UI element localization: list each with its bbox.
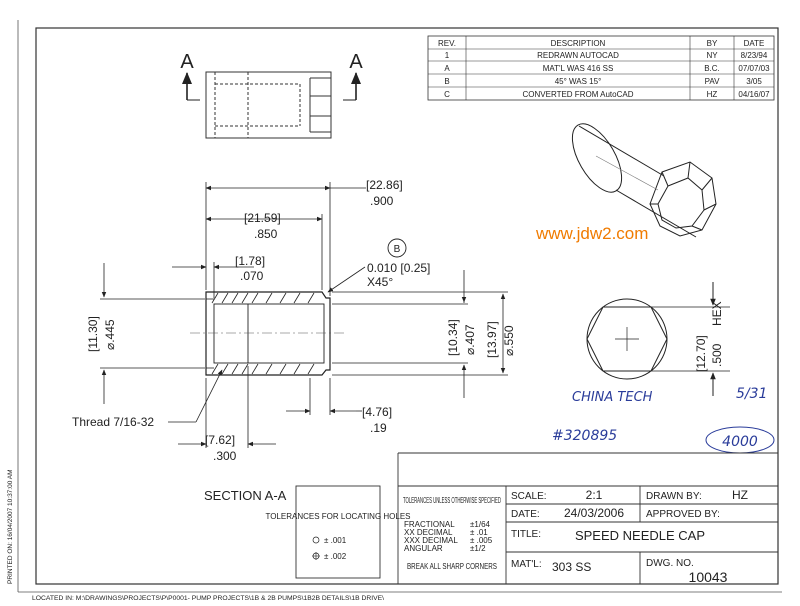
isometric-view	[571, 123, 717, 238]
locating-row2: ± .002	[324, 552, 347, 561]
rev-cell: B	[444, 77, 449, 86]
tol-label: ANGULAR	[404, 544, 443, 553]
sheet-border	[35, 27, 779, 585]
dim-overall-mm: .900	[370, 194, 394, 208]
rev-cell: 07/07/03	[738, 64, 770, 73]
handwritten-quantity: 4000	[722, 434, 758, 450]
tol-value: ± .01	[470, 528, 488, 537]
dim-od-in: [13.97]	[485, 321, 499, 358]
tol-value: ±1/64	[470, 520, 491, 529]
dim-hex-mm: .500	[710, 343, 724, 367]
section-view	[190, 291, 346, 376]
rev-cell: B.C.	[704, 64, 720, 73]
tol-label: FRACTIONAL	[404, 520, 455, 529]
date-label: DATE:	[511, 509, 540, 520]
handwritten-fraction: 5/31	[736, 386, 767, 402]
side-view	[205, 71, 332, 139]
rev-cell: MAT'L WAS 416 SS	[543, 64, 614, 73]
tol-value: ±1/2	[470, 544, 486, 553]
end-view	[586, 282, 730, 396]
rev-cell: NY	[706, 51, 718, 60]
rev-cell: REDRAWN AUTOCAD	[537, 51, 619, 60]
rev-cell: C	[444, 90, 450, 99]
position-icon	[312, 536, 320, 544]
dim-relief-in: [4.76]	[362, 405, 392, 419]
dim-hex-label: HEX	[710, 301, 724, 326]
handwritten-po: #320895	[552, 428, 617, 444]
revision-table: REV. DESCRIPTION BY DATE 1 REDRAWN AUTOC…	[427, 35, 775, 101]
dim-step-in: [1.78]	[235, 254, 265, 268]
dwg-number: 10043	[689, 569, 728, 585]
approved-label: APPROVED BY:	[646, 509, 720, 520]
matl-label: MAT'L:	[511, 559, 542, 570]
dim-chamfer: 0.010 [0.25]	[367, 261, 430, 275]
title-block	[295, 452, 778, 584]
section-label: SECTION A-A	[204, 488, 287, 503]
svg-text:A: A	[180, 51, 194, 73]
callout-b: B	[387, 238, 407, 258]
dim-inner-in: [21.59]	[244, 211, 281, 225]
rev-header-rev: REV.	[438, 39, 456, 48]
rev-cell: PAV	[705, 77, 720, 86]
locating-row1: ± .001	[324, 536, 347, 545]
rev-cell: 45° WAS 15°	[555, 77, 602, 86]
dim-overall-in: [22.86]	[366, 178, 403, 192]
watermark-text: www.jdw2.com	[535, 224, 648, 243]
rev-cell: HZ	[707, 90, 718, 99]
rev-cell: 04/16/07	[738, 90, 770, 99]
rev-cell: A	[444, 64, 450, 73]
scale-label: SCALE:	[511, 491, 547, 502]
svg-text:B: B	[394, 244, 401, 255]
rev-cell: CONVERTED FROM AutoCAD	[523, 90, 634, 99]
dwg-label: DWG. NO.	[646, 558, 694, 569]
title-label: TITLE:	[511, 529, 541, 540]
section-marker-right: A	[349, 51, 363, 100]
rev-header-by: BY	[707, 39, 718, 48]
section-marker-left: A	[180, 51, 194, 100]
dim-thread-len-in: [7.62]	[205, 433, 235, 447]
dim-relief-mm: .19	[370, 421, 387, 435]
dim-step-mm: .070	[240, 269, 264, 283]
svg-text:A: A	[349, 51, 363, 73]
drawn-value: HZ	[732, 488, 748, 502]
tolerances-title: TOLERANCES UNLESS OTHERWISE SPECIFIED	[403, 496, 501, 505]
file-location: LOCATED IN: M:\DRAWINGS\PROJECTS\P\P0001…	[32, 595, 384, 602]
locating-title: TOLERANCES FOR LOCATING HOLES	[265, 512, 410, 521]
dim-od-mm: ⌀.550	[502, 325, 516, 356]
scale-value: 2:1	[586, 488, 603, 502]
tol-value: ± .005	[470, 536, 493, 545]
tolerances-note: BREAK ALL SHARP CORNERS	[407, 562, 497, 571]
dim-hex-in: [12.70]	[694, 335, 708, 372]
printed-stamp: PRINTED ON: 16/04/2007 10:37:00 AM	[7, 469, 14, 584]
handwritten-company: CHINA TECH	[572, 390, 653, 405]
dim-id-in: [10.34]	[446, 319, 460, 356]
dim-chamfer-angle: X45°	[367, 275, 393, 289]
rev-header-date: DATE	[744, 39, 765, 48]
part-title: SPEED NEEDLE CAP	[575, 528, 705, 543]
thread-label: Thread 7/16-32	[72, 415, 154, 429]
tol-label: XX DECIMAL	[404, 528, 453, 537]
rev-header-desc: DESCRIPTION	[551, 39, 606, 48]
dim-thread-len-mm: .300	[213, 449, 237, 463]
matl-value: 303 SS	[552, 560, 591, 574]
rev-cell: 8/23/94	[741, 51, 768, 60]
dim-id-mm: ⌀.407	[463, 324, 477, 355]
drawn-label: DRAWN BY:	[646, 491, 702, 502]
tol-label: XXX DECIMAL	[404, 536, 458, 545]
rev-cell: 3/05	[746, 77, 762, 86]
locating-title-text: TOLERANCES FOR LOCATING HOLES	[265, 512, 410, 521]
date-value: 24/03/2006	[564, 506, 624, 520]
rev-cell: 1	[445, 51, 450, 60]
dim-bore-in: [11.30]	[86, 316, 100, 352]
dimension-lines	[100, 182, 508, 448]
dim-bore-mm: ⌀.445	[103, 319, 117, 350]
dim-inner-mm: .850	[254, 227, 278, 241]
